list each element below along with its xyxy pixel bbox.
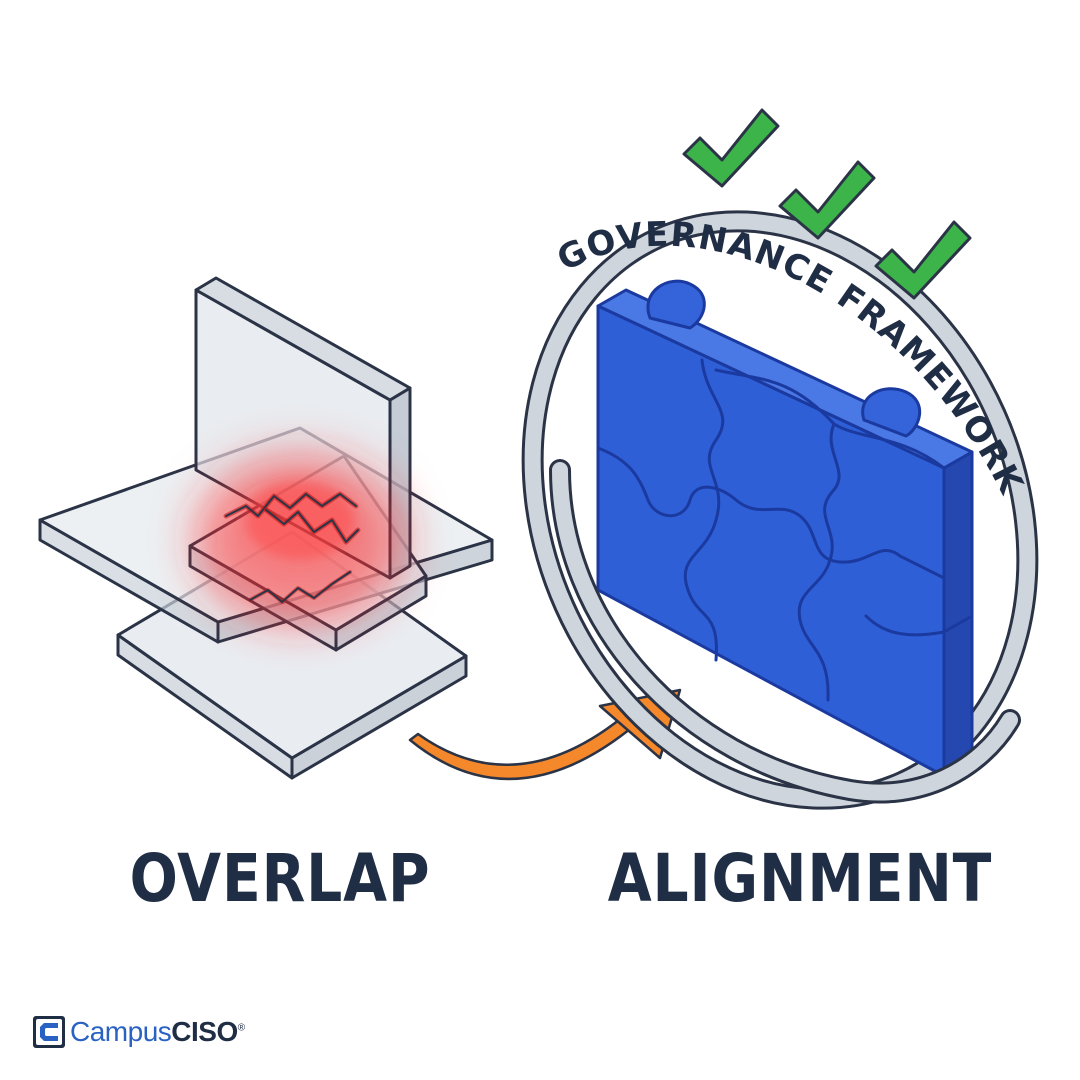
checkmarks xyxy=(682,108,972,300)
brand-logo: CampusCISO® xyxy=(32,1014,245,1050)
checkmark-icon-2 xyxy=(778,160,876,240)
brand-name-bold: CISO xyxy=(171,1016,238,1047)
overlap-label: OVERLAP xyxy=(129,840,431,917)
alignment-label: ALIGNMENT xyxy=(607,840,993,917)
registered-mark: ® xyxy=(237,1022,245,1034)
conflict-glow xyxy=(195,455,405,625)
campusciso-logo-icon xyxy=(33,1016,65,1048)
puzzle-seams xyxy=(596,358,974,702)
brand-name-regular: Campus xyxy=(70,1016,172,1047)
conflict-cracks xyxy=(223,491,361,604)
brand-name: CampusCISO® xyxy=(70,1016,245,1048)
checkmark-icon-1 xyxy=(682,108,780,188)
checkmark-icon-3 xyxy=(874,220,972,300)
governance-ring-front xyxy=(549,459,1021,804)
